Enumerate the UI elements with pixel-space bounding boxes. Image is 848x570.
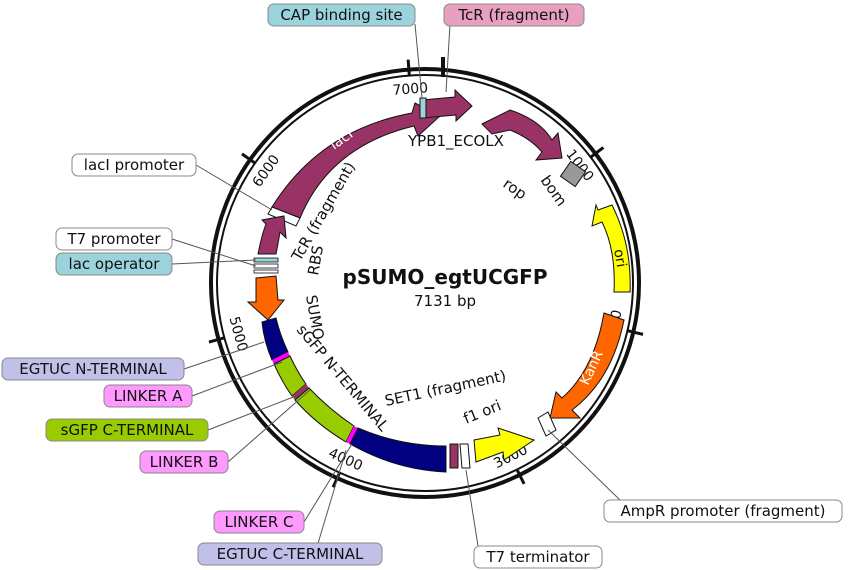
ypb1-label: YPB1_ECOLX [407,132,504,151]
callout-box [103,384,193,408]
sgfp-c-leader [207,395,297,431]
callout-egtuc-n[interactable]: EGTUC N-TERMINAL [1,357,185,381]
callout-box [55,227,173,251]
callout-lac-operator[interactable]: lac operator [55,252,173,276]
callout-text: T7 promoter [66,230,161,248]
ampr-promoter-feature[interactable] [537,411,557,437]
callout-box [443,3,585,27]
lac-operator-feature[interactable] [253,257,279,263]
tcr-top-leader [445,23,451,93]
laci-feature[interactable] [271,102,441,219]
plasmid-length: 7131 bp [414,292,476,310]
tick-mark-6000 [241,152,256,165]
linker-b-feature[interactable] [292,384,309,400]
callout-box [603,499,843,523]
linker-b-leader [227,389,311,463]
rbs-feature[interactable] [253,269,279,274]
kanr-feature[interactable] [549,312,625,419]
tick-label-7000: 7000 [392,80,429,99]
lac-operator-leader [171,259,257,265]
callout-box [267,3,416,27]
egtuc-c-terminal-feature[interactable] [349,427,447,473]
linker-c-feature[interactable] [346,426,358,444]
callout-linker-a[interactable]: LINKER A [103,384,193,408]
f1-ori-label: f1 ori [461,396,504,427]
callout-text: TcR (fragment) [457,6,569,24]
callout-box [197,542,383,566]
callouts: CAP binding site TcR (fragment) lacI promo… [1,3,843,569]
tick-mark-1000 [589,146,605,159]
sumo-feature[interactable] [246,275,286,321]
callout-linker-b[interactable]: LINKER B [139,450,229,474]
t7-terminator-feature[interactable] [459,443,471,469]
tcr-fragment-feature[interactable] [421,88,473,123]
tick-mark-7000 [406,59,411,76]
callout-lines [171,23,660,551]
set1-fragment-feature[interactable] [449,443,459,469]
tick-mark-3000 [515,468,526,485]
callout-ampr-promoter[interactable]: AmpR promoter (fragment) [603,499,843,523]
callout-text: EGTUC C-TERMINAL [217,545,364,563]
callout-text: lacI promoter [84,156,185,174]
tcr-fragment-left-feature[interactable] [257,215,287,255]
callout-text: sGFP C-TERMINAL [61,421,194,439]
tick-label-4000: 4000 [326,445,365,474]
t7-promoter-feature[interactable] [253,263,279,269]
tick-mark-5000 [208,336,225,344]
callout-box [213,510,305,534]
linker-a-leader [191,361,283,397]
cap-leader [414,23,423,99]
plasmid-name: pSUMO_egtUCGFP [343,265,548,289]
callout-box [55,252,173,276]
callout-text: CAP binding site [280,6,402,24]
ori-feature[interactable] [591,203,631,293]
t7-promoter-leader [171,238,257,267]
callout-box [71,153,197,177]
callout-laci-promoter[interactable]: lacI promoter [71,153,197,177]
callout-text: LINKER C [225,513,294,531]
tick-marks [208,57,644,488]
callout-sgfp-c[interactable]: sGFP C-TERMINAL [45,418,209,442]
callout-egtuc-c[interactable]: EGTUC C-TERMINAL [197,542,383,566]
callout-text: LINKER A [114,387,184,405]
callout-box [45,418,209,442]
laci-promoter-leader [195,164,273,211]
callout-cap[interactable]: CAP binding site [267,3,416,27]
callout-box [473,545,603,569]
tick-label-6000: 6000 [250,152,284,190]
callout-text: LINKER B [150,453,219,471]
egtuc-c-leader [315,449,347,551]
backbone-inner-ring [216,74,634,492]
rbs-label: RBS [304,244,327,277]
callout-text: AmpR promoter (fragment) [620,502,825,520]
ori-feature-label: ori [610,248,629,269]
linker-a-feature[interactable] [272,352,290,364]
callout-text: EGTUC N-TERMINAL [19,360,167,378]
bom-feature[interactable] [559,160,587,188]
egtuc-n-leader [183,341,265,370]
ampr-promoter-leader [547,429,660,501]
sgfp-c-terminal-feature[interactable] [294,387,355,443]
callout-box [139,450,229,474]
f1-ori-feature[interactable] [473,427,536,463]
tick-mark-2000 [627,329,644,336]
ypb1-feature[interactable] [481,109,563,161]
callout-t7-terminator[interactable]: T7 terminator [473,545,603,569]
callout-text: T7 terminator [485,548,590,566]
t7-terminator-leader [465,469,479,547]
callout-box [1,357,185,381]
features [246,88,631,473]
egtuc-n-terminal-feature[interactable] [261,317,289,361]
cap-binding-site-feature[interactable] [419,97,427,119]
callout-linker-c[interactable]: LINKER C [213,510,305,534]
callout-tcr-top[interactable]: TcR (fragment) [443,3,585,27]
callout-t7-promoter[interactable]: T7 promoter [55,227,173,251]
callout-text: lac operator [69,255,161,273]
rop-label: rop [500,175,530,204]
backbone-outer-ring [209,67,641,499]
